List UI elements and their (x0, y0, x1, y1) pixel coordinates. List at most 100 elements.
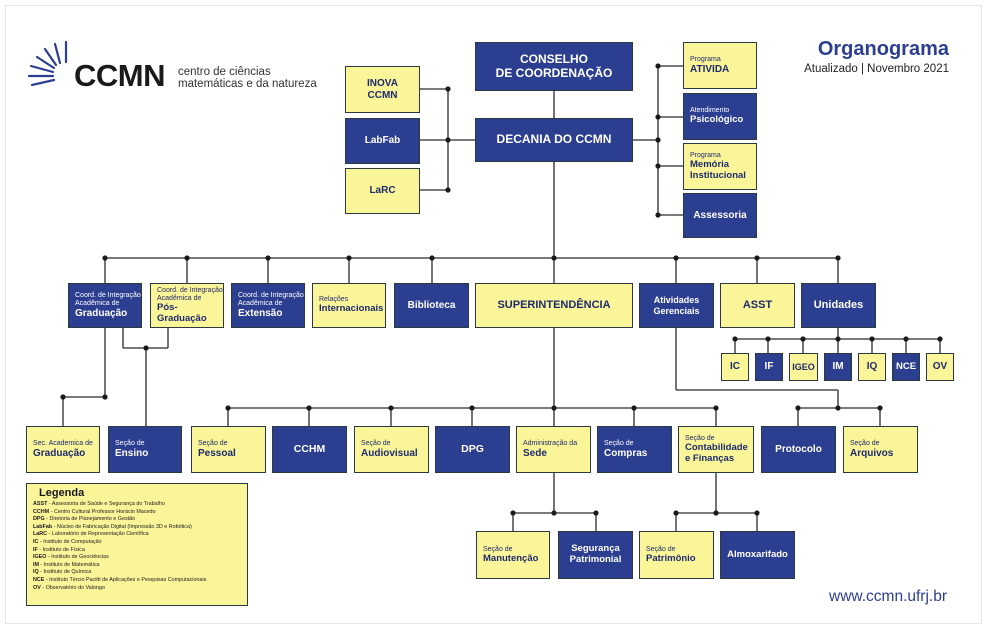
box-sec-contabilidade-small: Seção de (685, 434, 715, 442)
box-decania[interactable]: DECANIA DO CCMN (475, 118, 633, 162)
box-iq[interactable]: IQ (858, 353, 886, 381)
box-protocolo[interactable]: Protocolo (761, 426, 836, 473)
legend-item: LaRC - Laboratório de Representação Cien… (33, 531, 241, 539)
box-sec-manutencao-small: Seção de (483, 545, 513, 553)
legend-item: IC - Instituto de Computação (33, 539, 241, 547)
box-extensao-main: Extensão (238, 307, 283, 319)
page-subtitle: Atualizado | Novembro 2021 (804, 63, 949, 75)
legend-item-abbr: DPG (33, 516, 45, 523)
legend-item-desc: - Instituto de Química (38, 569, 92, 576)
box-nce-label: NCE (895, 360, 917, 372)
box-sec-arquivos-small: Seção de (850, 439, 880, 447)
box-almoxarifado-label: Almoxarifado (727, 548, 788, 560)
legend-list: ASST - Assessoria de Saúde e Segurança d… (33, 501, 241, 592)
box-conselho-line1: CONSELHO (519, 51, 588, 66)
box-ov[interactable]: OV (926, 353, 954, 381)
box-nce[interactable]: NCE (892, 353, 920, 381)
box-superintendencia[interactable]: SUPERINTENDÊNCIA (475, 283, 633, 328)
box-larc[interactable]: LaRC (345, 168, 420, 214)
box-extensao-small1: Coord. de Integração (238, 291, 304, 299)
box-im-label: IM (832, 361, 844, 373)
box-labfab[interactable]: LabFab (345, 118, 420, 164)
box-cchm-label: CCHM (293, 443, 326, 456)
box-almoxarifado[interactable]: Almoxarifado (720, 531, 795, 579)
box-sec-compras-small: Seção de (604, 439, 634, 447)
box-posgraduacao-small2: Acadêmica de (157, 294, 202, 302)
box-graduacao-small1: Coord. de Integração (75, 291, 141, 299)
box-sec-ensino-main: Ensino (115, 447, 149, 459)
box-ic[interactable]: IC (721, 353, 749, 381)
box-protocolo-label: Protocolo (775, 443, 822, 455)
box-if-label: IF (764, 361, 774, 373)
box-labfab-label: LabFab (364, 135, 401, 147)
box-atividade-main: ATIVIDA (690, 63, 730, 75)
legend-item-desc: - Centro Cultural Professor Horácio Mace… (49, 508, 156, 515)
legend-item-desc: - Assessoria de Saúde e Segurança do Tra… (47, 501, 165, 507)
legend-item-desc: - Instituto Tércio Pacitti de Aplicações… (44, 576, 207, 583)
ccmn-logo-icon (27, 40, 68, 86)
legend-item-abbr: OV (33, 584, 41, 591)
box-atividades-gerenciais-line1: Atividades (653, 295, 700, 306)
box-conselho-line2: DE COORDENAÇÃO (495, 65, 613, 80)
legend-item-abbr: IF (33, 546, 38, 553)
box-inova-line1: INOVA (367, 78, 398, 89)
box-unidades-label: Unidades (813, 299, 864, 312)
box-relacoes-main: Internacionais (319, 303, 384, 315)
legend-item: ASST - Assessoria de Saúde e Segurança d… (33, 501, 241, 509)
box-assessoria[interactable]: Assessoria (683, 193, 757, 238)
box-sec-pessoal-main: Pessoal (198, 447, 236, 459)
box-adm-sede-main: Sede (523, 447, 547, 459)
box-biblioteca[interactable]: Biblioteca (394, 283, 469, 328)
legend-item-desc: - Núcleo de Fabricação Digital (Impressã… (52, 523, 192, 530)
legend-item-abbr: IM (33, 561, 39, 568)
box-inova-line2: CCMN (367, 89, 398, 101)
box-posgraduacao-main: Pós-Graduação (157, 301, 207, 324)
website-link[interactable]: www.ccmn.ufrj.br (829, 588, 947, 605)
legend-item-desc: - Diretoria de Planejamento e Gestão (44, 516, 136, 523)
legend-item: NCE - Instituto Tércio Pacitti de Aplica… (33, 577, 241, 585)
box-sec-graduacao-small: Sec. Academica de (33, 439, 93, 447)
box-sec-pessoal-small: Seção de (198, 439, 228, 447)
legend-item-abbr: ASST (33, 501, 48, 507)
box-memoria-small: Programa (690, 151, 721, 159)
box-if[interactable]: IF (755, 353, 783, 381)
box-igeo[interactable]: IGEO (789, 353, 818, 381)
box-unidades[interactable]: Unidades (801, 283, 876, 328)
box-sec-arquivos-main: Arquivos (850, 447, 894, 459)
legend-panel: Legenda ASST - Assessoria de Saúde e Seg… (26, 483, 248, 606)
legend-item: IF - Instituto de Física (33, 547, 241, 555)
legend-item: DPG - Diretoria de Planejamento e Gestão (33, 516, 241, 524)
legend-item-abbr: NCE (33, 576, 45, 583)
legend-item-abbr: LabFab (33, 523, 53, 530)
legend-item: IQ - Instituto de Química (33, 569, 241, 577)
box-iq-label: IQ (866, 361, 878, 373)
box-adm-sede-small: Administração da (523, 439, 578, 447)
legend-item-abbr: LaRC (33, 531, 48, 538)
box-im[interactable]: IM (824, 353, 852, 381)
box-asst[interactable]: ASST (720, 283, 795, 328)
box-dpg[interactable]: DPG (435, 426, 510, 473)
box-atividades-gerenciais-line2: Gerenciais (653, 305, 700, 316)
box-cchm[interactable]: CCHM (272, 426, 347, 473)
